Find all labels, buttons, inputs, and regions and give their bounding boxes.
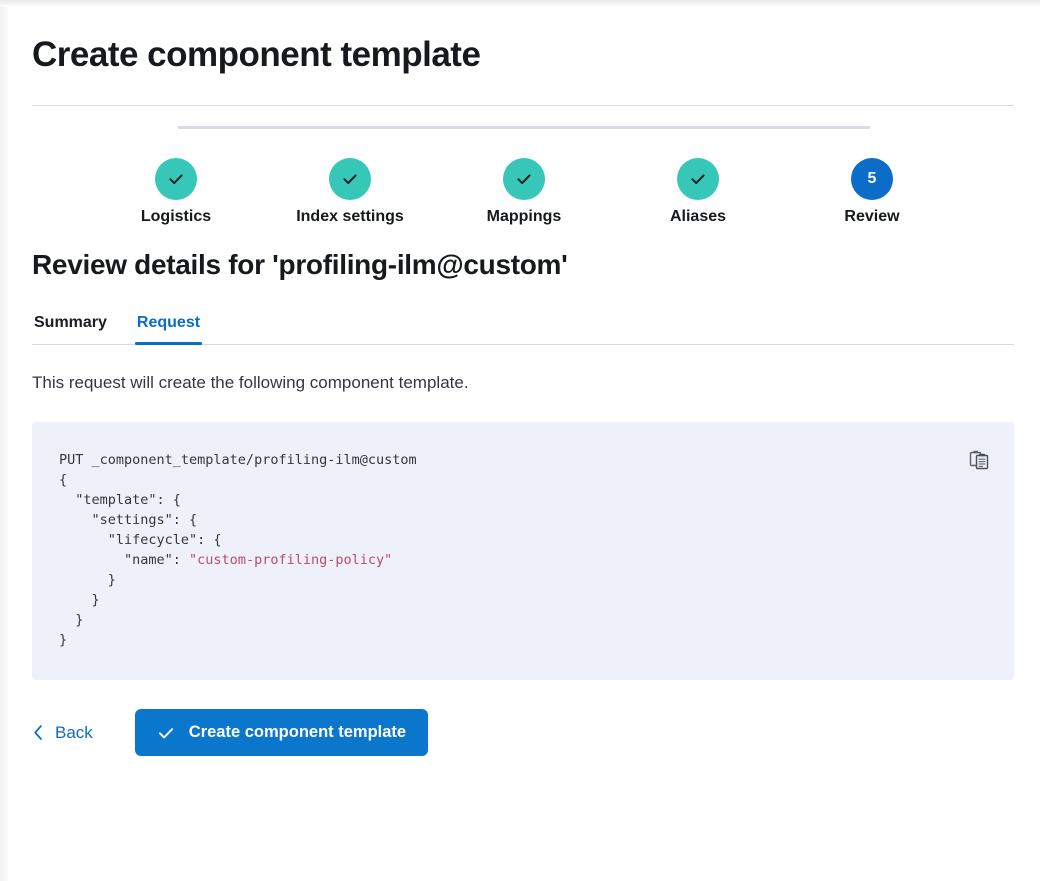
create-component-template-button-label: Create component template bbox=[188, 723, 407, 741]
step-review[interactable]: 5 Review bbox=[785, 158, 959, 226]
code-line: "lifecycle": { bbox=[59, 532, 222, 548]
step-logistics[interactable]: Logistics bbox=[89, 158, 263, 226]
step-label: Review bbox=[844, 208, 900, 225]
code-line: } bbox=[59, 612, 84, 628]
code-line: } bbox=[59, 632, 68, 648]
code-line: } bbox=[59, 572, 116, 588]
request-description: This request will create the following c… bbox=[32, 373, 469, 392]
code-line: "settings": { bbox=[59, 512, 198, 528]
step-label: Logistics bbox=[140, 208, 212, 225]
review-tablist: Summary Request bbox=[32, 310, 1014, 345]
code-line-name-key: "name": "custom-profiling-policy" bbox=[59, 552, 393, 568]
step-status-check-icon bbox=[155, 158, 197, 200]
page-title: Create component template bbox=[32, 35, 481, 74]
step-label: Aliases bbox=[669, 208, 727, 225]
title-divider bbox=[32, 105, 1014, 106]
back-button[interactable]: Back bbox=[32, 723, 93, 743]
request-code-body: PUT _component_template/profiling-ilm@cu… bbox=[32, 422, 1014, 650]
back-button-label: Back bbox=[55, 722, 93, 742]
step-aliases[interactable]: Aliases bbox=[611, 158, 785, 226]
tab-request[interactable]: Request bbox=[134, 310, 203, 345]
step-label: Index settings bbox=[296, 208, 404, 225]
create-component-template-page: Create component template Logistics bbox=[8, 7, 1040, 881]
code-string-value: "custom-profiling-policy" bbox=[189, 552, 393, 568]
step-connector-line bbox=[178, 126, 870, 129]
window-left-edge bbox=[0, 0, 8, 881]
request-code-panel: PUT _component_template/profiling-ilm@cu… bbox=[32, 422, 1014, 680]
code-line: } bbox=[59, 592, 100, 608]
wizard-footer-actions: Back Create component template bbox=[32, 709, 1016, 756]
code-line: { bbox=[59, 472, 68, 488]
copy-to-clipboard-icon[interactable] bbox=[968, 449, 990, 471]
create-component-template-button[interactable]: Create component template bbox=[134, 709, 429, 756]
step-index-settings[interactable]: Index settings bbox=[263, 158, 437, 226]
review-heading: Review details for 'profiling-ilm@custom… bbox=[32, 249, 568, 280]
step-status-check-icon bbox=[329, 158, 371, 200]
code-line: "template": { bbox=[59, 492, 181, 508]
chevron-left-icon bbox=[34, 725, 42, 740]
code-request-line: PUT _component_template/profiling-ilm@cu… bbox=[59, 452, 417, 468]
step-status-check-icon bbox=[677, 158, 719, 200]
step-number-badge: 5 bbox=[851, 158, 893, 200]
check-icon bbox=[158, 727, 173, 738]
step-status-check-icon bbox=[503, 158, 545, 200]
step-label: Mappings bbox=[486, 208, 562, 225]
tab-summary[interactable]: Summary bbox=[32, 310, 109, 344]
step-mappings[interactable]: Mappings bbox=[437, 158, 611, 226]
step-indicator: Logistics Index settings Mappings bbox=[89, 106, 959, 225]
window-top-edge bbox=[0, 0, 1040, 7]
